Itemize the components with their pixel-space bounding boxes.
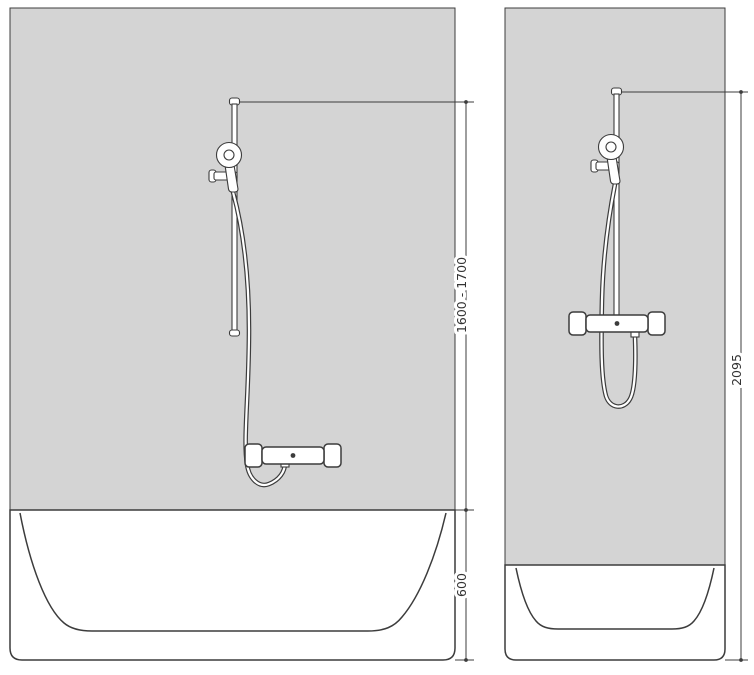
bathtub-basin [19, 512, 447, 632]
shower-hose [599, 181, 638, 409]
mixer-left-handle [244, 443, 263, 468]
dimension-label-total-height: 2095 [729, 354, 744, 386]
mixer-center-dot [614, 321, 620, 326]
right-view-shower-installation: 2095 [504, 7, 748, 662]
dimension-label-tub-height: 600 [454, 573, 469, 597]
dim-dot [464, 100, 468, 104]
rail-bar [613, 93, 620, 321]
hand-shower-head-center [605, 141, 617, 153]
right-dimensions: 2095 [622, 90, 748, 662]
thermostat-mixer [244, 443, 342, 468]
rail-bottom-cap [228, 329, 241, 337]
dim-dot [464, 658, 468, 662]
hand-shower-handle [224, 164, 239, 193]
dim-dot [739, 658, 743, 662]
dimension-label-height-range: 1600 - 1700 [454, 257, 469, 333]
mixer-right-handle [323, 443, 342, 468]
hand-shower-handle [606, 156, 621, 185]
shower-tray-outline [504, 564, 726, 661]
hose-inner [600, 182, 637, 408]
shower-tray [504, 564, 726, 661]
left-dimensions: 1600 - 1700 600 [240, 100, 474, 662]
shower-tray-basin [515, 567, 715, 630]
mixer-center-dot [290, 453, 296, 458]
rail-bar [231, 103, 238, 333]
hand-shower [208, 141, 243, 193]
bathtub-outline [9, 509, 456, 661]
mixer-left-handle [568, 311, 587, 336]
mixer-right-handle [647, 311, 666, 336]
hand-shower-head-center [223, 149, 235, 161]
dim-dot [464, 508, 468, 512]
bathtub [9, 509, 456, 661]
dim-dot [739, 90, 743, 94]
hose-inner [231, 190, 287, 487]
hand-shower [590, 133, 625, 185]
shower-hose [230, 189, 288, 488]
left-view-bathtub-installation: 1600 - 1700 600 [9, 7, 474, 662]
thermostat-mixer [568, 311, 666, 338]
